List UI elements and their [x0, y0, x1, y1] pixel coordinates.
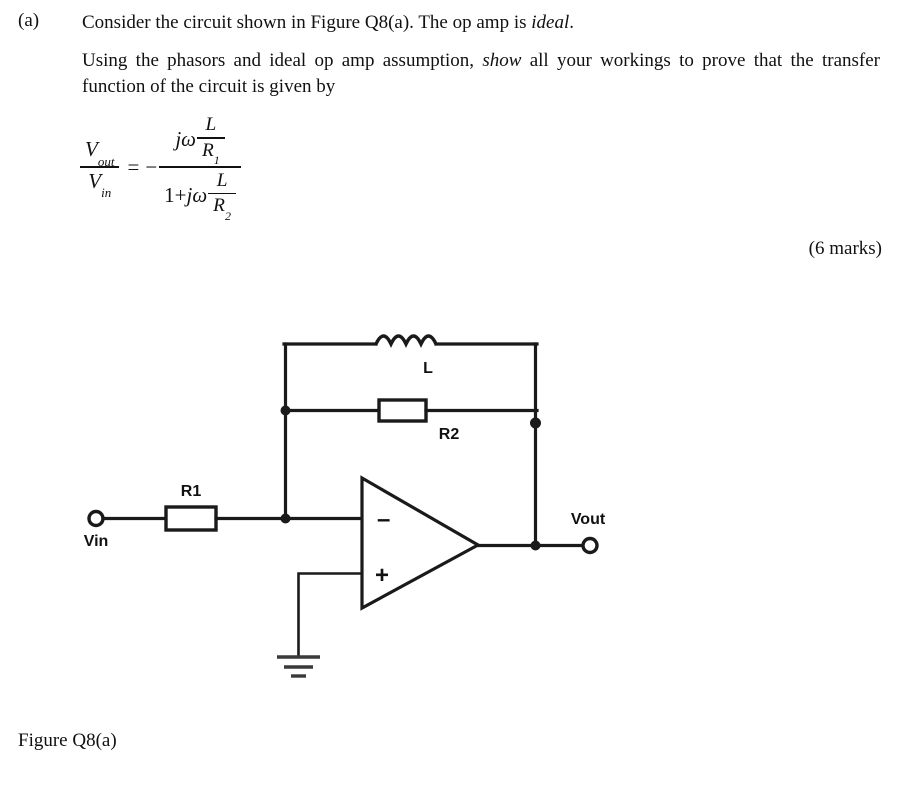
equation-rhs-fraction: jω L R1 1+ jω L R2: [159, 112, 241, 224]
equation-lhs-fraction: Vout Vin: [80, 136, 120, 201]
equation-rhs-den-inner-den-variable: R: [213, 195, 225, 217]
vout-terminal-icon: [581, 536, 599, 555]
equation-lhs-num-variable: V: [85, 137, 98, 162]
equation-rhs-den-inner-denominator: R2: [208, 194, 236, 224]
equation-rhs-num-inner-numerator: L: [205, 114, 217, 135]
figure-caption: Figure Q8(a): [18, 730, 117, 751]
question-paragraph: Using the phasors and ideal op amp assum…: [82, 48, 880, 100]
equation-rhs-main-fraction-bar: [159, 166, 241, 168]
transfer-function-equation: Vout Vin = − jω L R1 1+ jω L R2: [80, 112, 241, 224]
equation-negative-sign: −: [145, 154, 158, 179]
equation-rhs-num-inner-den-subscript: 1: [213, 153, 220, 168]
question-paragraph-emphasis: show: [482, 50, 522, 71]
opamp-inverting-input-sign: –: [377, 506, 390, 533]
node-dot-inverting-input: [280, 513, 291, 524]
equation-lhs-numerator: Vout: [80, 136, 119, 169]
equation-lhs-denominator: Vin: [83, 168, 116, 201]
equation-rhs-den-inner-fraction: L R2: [208, 169, 236, 224]
equation-rhs-den-inner-numerator: L: [216, 169, 228, 191]
question-line-1-text: Consider the circuit shown in Figure Q8(…: [82, 12, 532, 33]
question-paragraph-part-b: all your workings to prove that the tran…: [82, 50, 880, 97]
opamp-triangle-icon: [360, 475, 482, 611]
question-line-1-tail: .: [569, 12, 574, 33]
question-part-label: (a): [18, 10, 40, 31]
resistor-r1-body: [164, 505, 218, 532]
circuit-figure: L R2 R1 Vin – + Vout: [0, 300, 900, 700]
equation-rhs-den-one-plus: 1+: [164, 182, 187, 207]
equation-lhs-den-variable: V: [88, 168, 102, 193]
equation-lhs-den-subscript: in: [101, 185, 112, 201]
equation-equals-sign: =: [127, 154, 140, 179]
equation-rhs-num-inner-denominator: R1: [197, 139, 225, 168]
opamp-noninverting-input-sign: +: [375, 562, 389, 589]
question-line-1: Consider the circuit shown in Figure Q8(…: [82, 10, 574, 36]
equation-rhs-num-inner-fraction: L R1: [197, 113, 225, 168]
equation-rhs-den-jomega: jω: [186, 182, 208, 207]
circuit-diagram-svg: L R2 R1 Vin – + Vout: [84, 334, 606, 678]
equation-rhs-den-inner-den-subscript: 2: [224, 209, 231, 224]
resistor-r2-label: R2: [439, 426, 460, 443]
equation-lhs-num-subscript: out: [97, 153, 115, 169]
equation-rhs-num-jomega: jω: [175, 126, 196, 151]
equation-rhs-num-inner-den-variable: R: [202, 139, 214, 161]
question-paragraph-part-a: Using the phasors and ideal op amp assum…: [82, 50, 483, 71]
resistor-r2-body: [377, 398, 428, 423]
equation-lhs-fraction-bar: [80, 166, 120, 168]
equation-rhs-denominator: 1+ jω L R2: [159, 168, 241, 224]
vout-label: Vout: [571, 511, 606, 528]
resistor-r1-label: R1: [181, 483, 202, 500]
node-dot-feedback-right: [530, 417, 541, 429]
inductor-label: L: [423, 360, 433, 377]
vin-terminal-icon: [87, 509, 105, 528]
equation-rhs-den-inner-bar: [208, 192, 236, 195]
equation-rhs-num-inner-bar: [197, 137, 225, 139]
marks-allocation: (6 marks): [808, 238, 882, 259]
vin-label: Vin: [84, 533, 109, 550]
node-dot-feedback-left: [280, 405, 291, 416]
question-line-1-emphasis: ideal: [531, 12, 570, 33]
equation-rhs-numerator: jω L R1: [170, 112, 229, 168]
node-dot-output: [530, 540, 541, 551]
wire-noninverting-to-ground: [297, 572, 364, 658]
inductor-coil-icon: [374, 334, 438, 349]
